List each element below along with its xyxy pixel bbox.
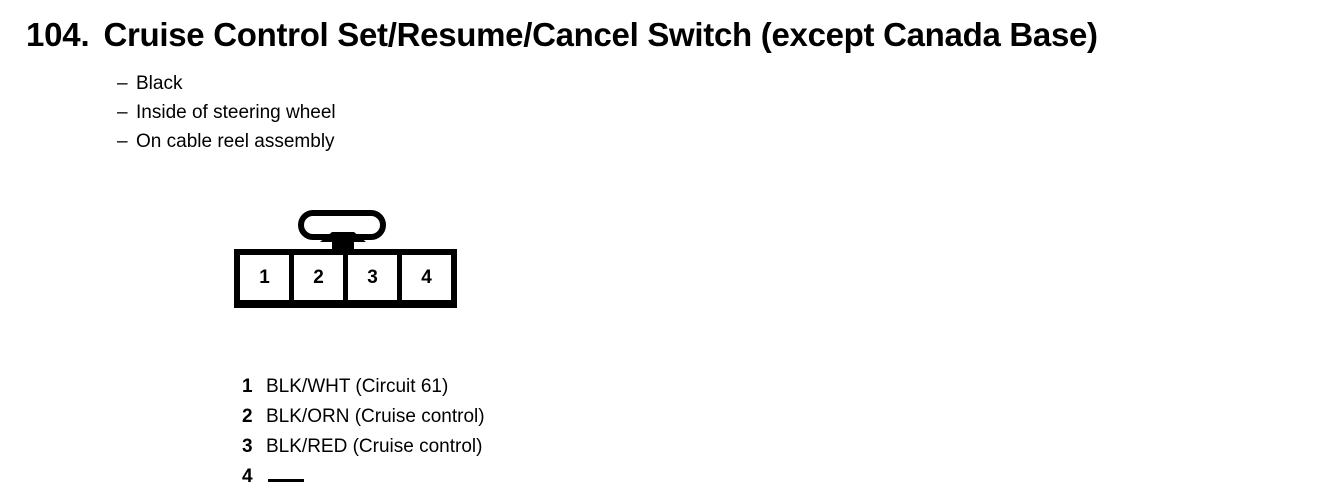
pin-legend-number: 3 bbox=[242, 436, 253, 457]
dash-bullet-icon: – bbox=[117, 102, 128, 123]
dash-bullet-icon: – bbox=[117, 131, 128, 152]
pin-legend-row: 2 BLK/ORN (Cruise control) bbox=[242, 402, 485, 432]
pin-legend-number: 4 bbox=[242, 466, 253, 487]
pin-legend-number: 2 bbox=[242, 406, 253, 427]
pin-legend-row: 3 BLK/RED (Cruise control) bbox=[242, 432, 485, 462]
pin-legend-empty-rule-icon bbox=[268, 479, 304, 482]
page-title: 104. Cruise Control Set/Resume/Cancel Sw… bbox=[26, 16, 1098, 54]
connector-cavity-3: 3 bbox=[348, 255, 397, 300]
page-title-number: 104. bbox=[26, 16, 90, 53]
pin-legend-list: 1 BLK/WHT (Circuit 61) 2 BLK/ORN (Cruise… bbox=[242, 372, 485, 492]
note-item: – Inside of steering wheel bbox=[117, 98, 336, 127]
dash-bullet-icon: – bbox=[117, 73, 128, 94]
connector-cavity-label: 4 bbox=[421, 266, 432, 288]
note-item-label: Black bbox=[136, 73, 183, 94]
connector-diagram: 1 2 3 4 bbox=[234, 210, 460, 309]
connector-cavity-label: 1 bbox=[259, 266, 270, 288]
note-item: – Black bbox=[117, 69, 336, 98]
pin-legend-description: BLK/RED (Cruise control) bbox=[266, 436, 483, 457]
connector-housing: 1 2 3 4 bbox=[234, 249, 457, 308]
connector-cavity-label: 2 bbox=[313, 266, 324, 288]
connector-cavity-label: 3 bbox=[367, 266, 378, 288]
connector-cavity-1: 1 bbox=[240, 255, 289, 300]
note-item-label: On cable reel assembly bbox=[136, 131, 335, 152]
connector-notes-list: – Black – Inside of steering wheel – On … bbox=[117, 69, 336, 156]
connector-cavity-4: 4 bbox=[402, 255, 451, 300]
pin-legend-number: 1 bbox=[242, 376, 253, 397]
pin-legend-description: BLK/ORN (Cruise control) bbox=[266, 406, 485, 427]
connector-cavity-2: 2 bbox=[294, 255, 343, 300]
pin-legend-row: 4 bbox=[242, 462, 485, 492]
note-item-label: Inside of steering wheel bbox=[136, 102, 336, 123]
pin-legend-row: 1 BLK/WHT (Circuit 61) bbox=[242, 372, 485, 402]
pin-legend-description: BLK/WHT (Circuit 61) bbox=[266, 376, 449, 397]
page-title-text: Cruise Control Set/Resume/Cancel Switch … bbox=[103, 16, 1098, 53]
connector-latch-stem-icon bbox=[320, 232, 366, 252]
note-item: – On cable reel assembly bbox=[117, 127, 336, 156]
